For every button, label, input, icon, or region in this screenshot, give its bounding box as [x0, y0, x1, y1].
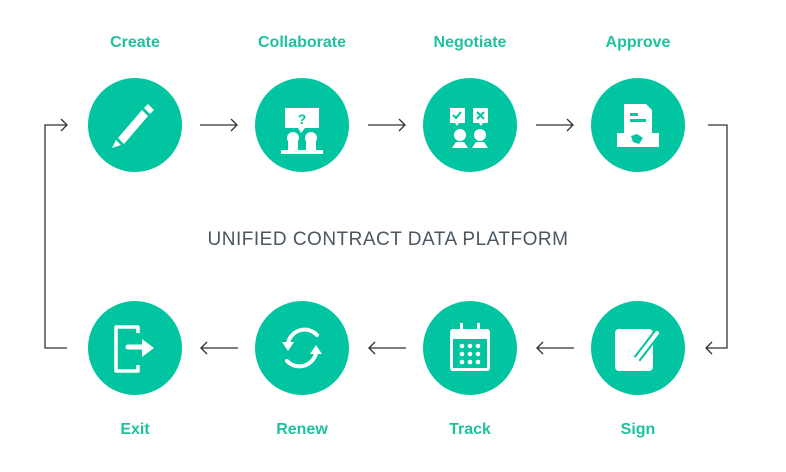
step-create	[88, 78, 182, 172]
step-label-track: Track	[449, 421, 491, 438]
step-label-collaborate: Collaborate	[257, 34, 346, 51]
platform-title: UNIFIED CONTRACT DATA PLATFORM	[207, 229, 569, 250]
step-track	[423, 301, 517, 395]
sign-pad-icon	[615, 329, 661, 371]
step-label-sign: Sign	[620, 421, 656, 438]
pencil-icon	[112, 104, 154, 148]
step-label-exit: Exit	[120, 421, 150, 438]
arrow-left	[200, 341, 574, 355]
step-collaborate: ?	[255, 78, 349, 172]
step-renew	[255, 301, 349, 395]
step-label-create: Create	[110, 34, 160, 51]
people-question-icon: ?	[281, 108, 323, 154]
step-sign	[591, 301, 685, 395]
step-label-renew: Renew	[276, 421, 328, 438]
step-negotiate	[423, 78, 517, 172]
loop-connector-left	[44, 118, 68, 349]
calendar-icon	[450, 323, 490, 371]
document-handshake-icon	[617, 104, 659, 147]
exit-icon	[114, 325, 154, 373]
step-exit	[88, 301, 182, 395]
arrow-right	[200, 118, 574, 132]
step-label-approve: Approve	[605, 34, 671, 51]
loop-connector-right	[705, 124, 728, 355]
negotiation-icon	[450, 108, 488, 148]
step-label-negotiate: Negotiate	[433, 34, 507, 51]
svg-text:?: ?	[298, 111, 307, 127]
step-approve	[591, 78, 685, 172]
refresh-icon	[282, 327, 322, 369]
